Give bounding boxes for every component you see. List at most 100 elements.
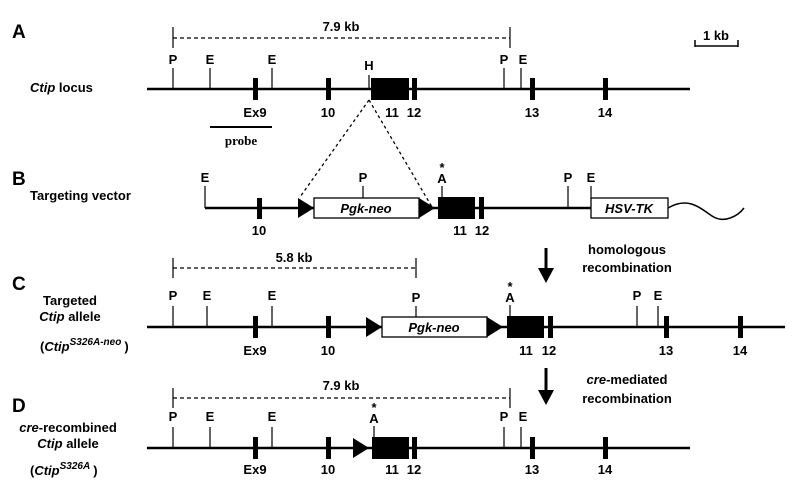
loxp-triangle bbox=[487, 317, 503, 337]
panel-c-label-line1: Targeted bbox=[43, 293, 97, 308]
panel-d-label-line1: cre-recombined bbox=[19, 420, 117, 435]
exon bbox=[603, 78, 608, 100]
exon bbox=[603, 437, 608, 459]
cassette-label: Pgk-neo bbox=[340, 201, 391, 216]
exon-label: Ex9 bbox=[243, 343, 266, 358]
exon-label: 10 bbox=[252, 223, 266, 238]
exon-label: 10 bbox=[321, 343, 335, 358]
plasmid-backbone-curve bbox=[667, 202, 745, 220]
site-label: A bbox=[369, 411, 379, 426]
panel-d-allele: (CtipS326A) bbox=[30, 461, 98, 478]
exon-label: 12 bbox=[407, 462, 421, 477]
exon bbox=[253, 437, 258, 459]
exon-label: 11 bbox=[453, 223, 467, 238]
exon bbox=[326, 316, 331, 338]
site-label: P bbox=[169, 409, 178, 424]
step-cre: cre-mediated recombination bbox=[538, 368, 672, 406]
distance-label: 7.9 kb bbox=[323, 19, 360, 34]
site-label: H bbox=[364, 58, 373, 73]
site-label: E bbox=[519, 52, 528, 67]
panel-b-label: Targeting vector bbox=[30, 188, 131, 203]
loxp-triangle bbox=[366, 317, 382, 337]
loxp-triangle bbox=[419, 198, 435, 218]
panel-d-letter: D bbox=[12, 396, 26, 417]
homology-line bbox=[299, 99, 370, 198]
panel-c-allele: (CtipS326A-neo) bbox=[40, 337, 129, 354]
site-label: E bbox=[587, 170, 596, 185]
exon bbox=[479, 197, 484, 219]
exon bbox=[326, 78, 331, 100]
step-label-line1: cre-mediated bbox=[587, 372, 668, 387]
site-label: E bbox=[268, 52, 277, 67]
panel-a-label: Ctip locus bbox=[30, 80, 93, 95]
exon-label: 13 bbox=[525, 462, 539, 477]
step-label-line2: recombination bbox=[582, 391, 672, 406]
exon-label: 13 bbox=[659, 343, 673, 358]
site-label: E bbox=[201, 170, 210, 185]
loxp-triangle bbox=[298, 198, 314, 218]
site-label: P bbox=[359, 170, 368, 185]
panel-c: C Targeted Ctip allele (CtipS326A-neo) 5… bbox=[12, 250, 785, 358]
exon bbox=[507, 316, 544, 338]
exon-label: Ex9 bbox=[243, 105, 266, 120]
loxp-triangle bbox=[353, 438, 369, 458]
exon bbox=[257, 198, 262, 219]
homology-line bbox=[368, 99, 433, 208]
site-label: E bbox=[206, 52, 215, 67]
down-arrow-head bbox=[538, 268, 554, 283]
site-label: A bbox=[437, 171, 447, 186]
site-label: P bbox=[169, 288, 178, 303]
panel-a-letter: A bbox=[12, 22, 26, 43]
cassette-label: Pgk-neo bbox=[408, 320, 459, 335]
mutation-marker: * bbox=[371, 400, 377, 415]
distance-label: 7.9 kb bbox=[323, 378, 360, 393]
panel-b-letter: B bbox=[12, 169, 26, 190]
site-label: E bbox=[654, 288, 663, 303]
site-label: E bbox=[206, 409, 215, 424]
site-label: P bbox=[564, 170, 573, 185]
exon bbox=[253, 78, 258, 100]
mutation-marker: * bbox=[507, 279, 513, 294]
site-label: P bbox=[500, 52, 509, 67]
site-label: E bbox=[203, 288, 212, 303]
exon-label: 10 bbox=[321, 462, 335, 477]
exon-label: 12 bbox=[475, 223, 489, 238]
panel-a: A Ctip locus 7.9 kb 1 kb P E E H P E bbox=[12, 19, 739, 208]
exon bbox=[253, 316, 258, 338]
exon bbox=[371, 78, 409, 100]
exon-label: 14 bbox=[733, 343, 748, 358]
panel-d: D cre-recombined Ctip allele (CtipS326A)… bbox=[12, 378, 690, 478]
scale-bar-label: 1 kb bbox=[703, 28, 729, 43]
step-label-line2: recombination bbox=[582, 260, 672, 275]
site-label: E bbox=[519, 409, 528, 424]
step-homologous: homologous recombination bbox=[538, 242, 672, 283]
exon bbox=[530, 78, 535, 100]
panel-b: B Targeting vector E 10 Pgk-neo P A * 11… bbox=[12, 160, 745, 238]
site-label: P bbox=[169, 52, 178, 67]
exon-label: Ex9 bbox=[243, 462, 266, 477]
site-label: P bbox=[412, 290, 421, 305]
exon bbox=[530, 437, 535, 459]
panel-d-label-line2: Ctip allele bbox=[37, 436, 98, 451]
exon-label: 13 bbox=[525, 105, 539, 120]
exon bbox=[738, 316, 743, 338]
exon bbox=[372, 437, 409, 459]
site-label: E bbox=[268, 288, 277, 303]
site-label: P bbox=[500, 409, 509, 424]
tk-label: HSV-TK bbox=[605, 201, 655, 216]
distance-label: 5.8 kb bbox=[276, 250, 313, 265]
exon-label: 14 bbox=[598, 105, 613, 120]
mutation-marker: * bbox=[439, 160, 445, 175]
site-label: E bbox=[268, 409, 277, 424]
panel-c-label-line2: Ctip allele bbox=[39, 309, 100, 324]
exon bbox=[548, 316, 553, 338]
down-arrow-head bbox=[538, 390, 554, 405]
exon bbox=[664, 316, 669, 338]
site-label: A bbox=[505, 290, 515, 305]
exon-label: 12 bbox=[542, 343, 556, 358]
exon-label: 11 bbox=[385, 105, 399, 120]
exon bbox=[438, 197, 475, 219]
site-label: P bbox=[633, 288, 642, 303]
